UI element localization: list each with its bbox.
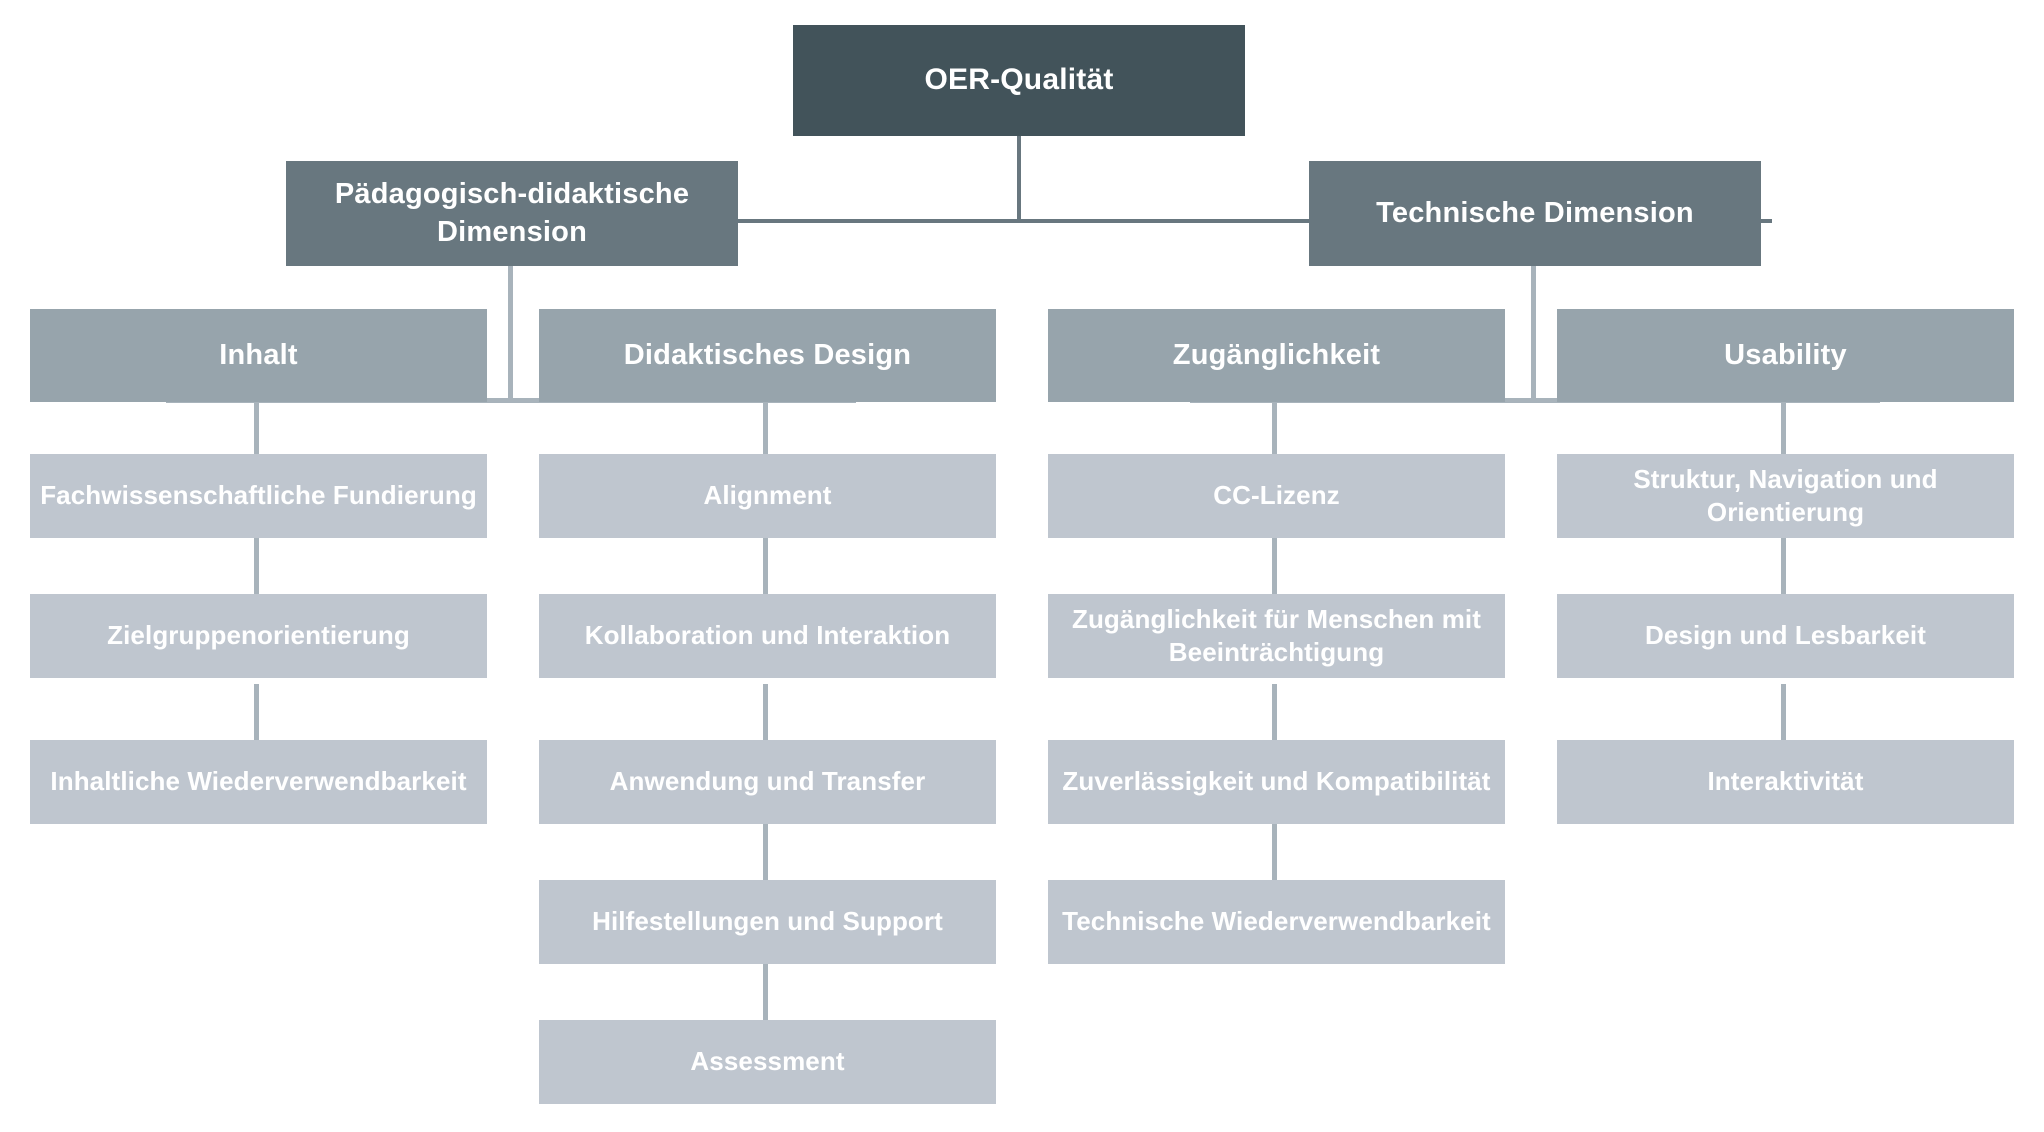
connector-usability-2: [1781, 538, 1786, 594]
connector-pedagogic-bar: [166, 398, 856, 403]
node-label: Didaktisches Design: [623, 338, 912, 371]
connector-zugang-3: [1272, 684, 1277, 740]
connector-inhalt-3: [254, 684, 259, 740]
node-label: Alignment: [703, 480, 832, 511]
node-usability[interactable]: Usability: [1557, 309, 2014, 402]
connector-didaktik-1: [763, 398, 768, 454]
connector-dimension-spine: [735, 219, 1772, 223]
node-label: Zugänglichkeit: [1172, 338, 1381, 371]
node-interaktivitaet[interactable]: Interaktivität: [1557, 740, 2014, 824]
node-label: Interaktivität: [1707, 766, 1864, 797]
connector-zugang-4: [1272, 824, 1277, 880]
node-didaktisches-design[interactable]: Didaktisches Design: [539, 309, 996, 402]
node-oer-qualitaet[interactable]: OER-Qualität: [793, 25, 1245, 136]
connector-inhalt-2: [254, 538, 259, 594]
node-technische-dimension[interactable]: Technische Dimension: [1309, 161, 1761, 266]
node-label: Struktur, Navigation und Orientierung: [1633, 463, 1938, 527]
node-design-und-lesbarkeit[interactable]: Design und Lesbarkeit: [1557, 594, 2014, 678]
node-struktur-navigation-und-orientierung[interactable]: Struktur, Navigation und Orientierung: [1557, 454, 2014, 538]
node-label: Inhaltliche Wiederverwendbarkeit: [50, 766, 467, 797]
connector-pedagogic-stem: [508, 265, 513, 402]
node-label: Fachwissenschaftliche Fundierung: [40, 480, 477, 511]
node-technische-wiederverwendbarkeit[interactable]: Technische Wiederverwendbarkeit: [1048, 880, 1505, 964]
node-label: OER-Qualität: [924, 63, 1114, 97]
node-label: Zielgruppenorientierung: [107, 620, 410, 651]
node-label: Technische Wiederverwendbarkeit: [1062, 906, 1491, 937]
node-zugaenglichkeit-fuer-menschen-mit-beeintraechtigung[interactable]: Zugänglichkeit für Menschen mit Beeinträ…: [1048, 594, 1505, 678]
node-assessment[interactable]: Assessment: [539, 1020, 996, 1104]
node-paedagogisch-didaktische-dimension[interactable]: Pädagogisch-didaktische Dimension: [286, 161, 738, 266]
connector-didaktik-5: [763, 964, 768, 1020]
node-label: Assessment: [690, 1046, 845, 1077]
connector-zugang-2: [1272, 538, 1277, 594]
node-label: Technische Dimension: [1376, 196, 1694, 229]
connector-usability-1: [1781, 398, 1786, 454]
node-alignment[interactable]: Alignment: [539, 454, 996, 538]
node-anwendung-und-transfer[interactable]: Anwendung und Transfer: [539, 740, 996, 824]
node-label: Anwendung und Transfer: [609, 766, 926, 797]
node-cc-lizenz[interactable]: CC-Lizenz: [1048, 454, 1505, 538]
node-label: Design und Lesbarkeit: [1645, 620, 1926, 651]
connector-technical-stem: [1531, 265, 1536, 402]
node-label: Kollaboration und Interaktion: [584, 620, 951, 651]
node-label: Pädagogisch-didaktische Dimension: [334, 178, 690, 248]
connector-technical-bar: [1190, 398, 1880, 403]
connector-didaktik-4: [763, 824, 768, 880]
connector-root-stem: [1017, 135, 1021, 222]
node-zielgruppenorientierung[interactable]: Zielgruppenorientierung: [30, 594, 487, 678]
connector-zugang-1: [1272, 398, 1277, 454]
node-label: CC-Lizenz: [1213, 480, 1340, 511]
connector-inhalt-1: [254, 398, 259, 454]
connector-usability-3: [1781, 684, 1786, 740]
node-fachwissenschaftliche-fundierung[interactable]: Fachwissenschaftliche Fundierung: [30, 454, 487, 538]
node-zugaenglichkeit[interactable]: Zugänglichkeit: [1048, 309, 1505, 402]
node-label: Hilfestellungen und Support: [592, 906, 943, 937]
node-kollaboration-und-interaktion[interactable]: Kollaboration und Interaktion: [539, 594, 996, 678]
node-label: Zuverlässigkeit und Kompatibilität: [1062, 766, 1491, 797]
node-hilfestellungen-und-support[interactable]: Hilfestellungen und Support: [539, 880, 996, 964]
node-inhalt[interactable]: Inhalt: [30, 309, 487, 402]
node-zuverlaessigkeit-und-kompatibilitaet[interactable]: Zuverlässigkeit und Kompatibilität: [1048, 740, 1505, 824]
node-label: Inhalt: [219, 338, 298, 371]
connector-didaktik-3: [763, 684, 768, 740]
connector-didaktik-2: [763, 538, 768, 594]
node-inhaltliche-wiederverwendbarkeit[interactable]: Inhaltliche Wiederverwendbarkeit: [30, 740, 487, 824]
node-label: Usability: [1724, 338, 1847, 371]
node-label: Zugänglichkeit für Menschen mit Beeinträ…: [1071, 603, 1482, 667]
